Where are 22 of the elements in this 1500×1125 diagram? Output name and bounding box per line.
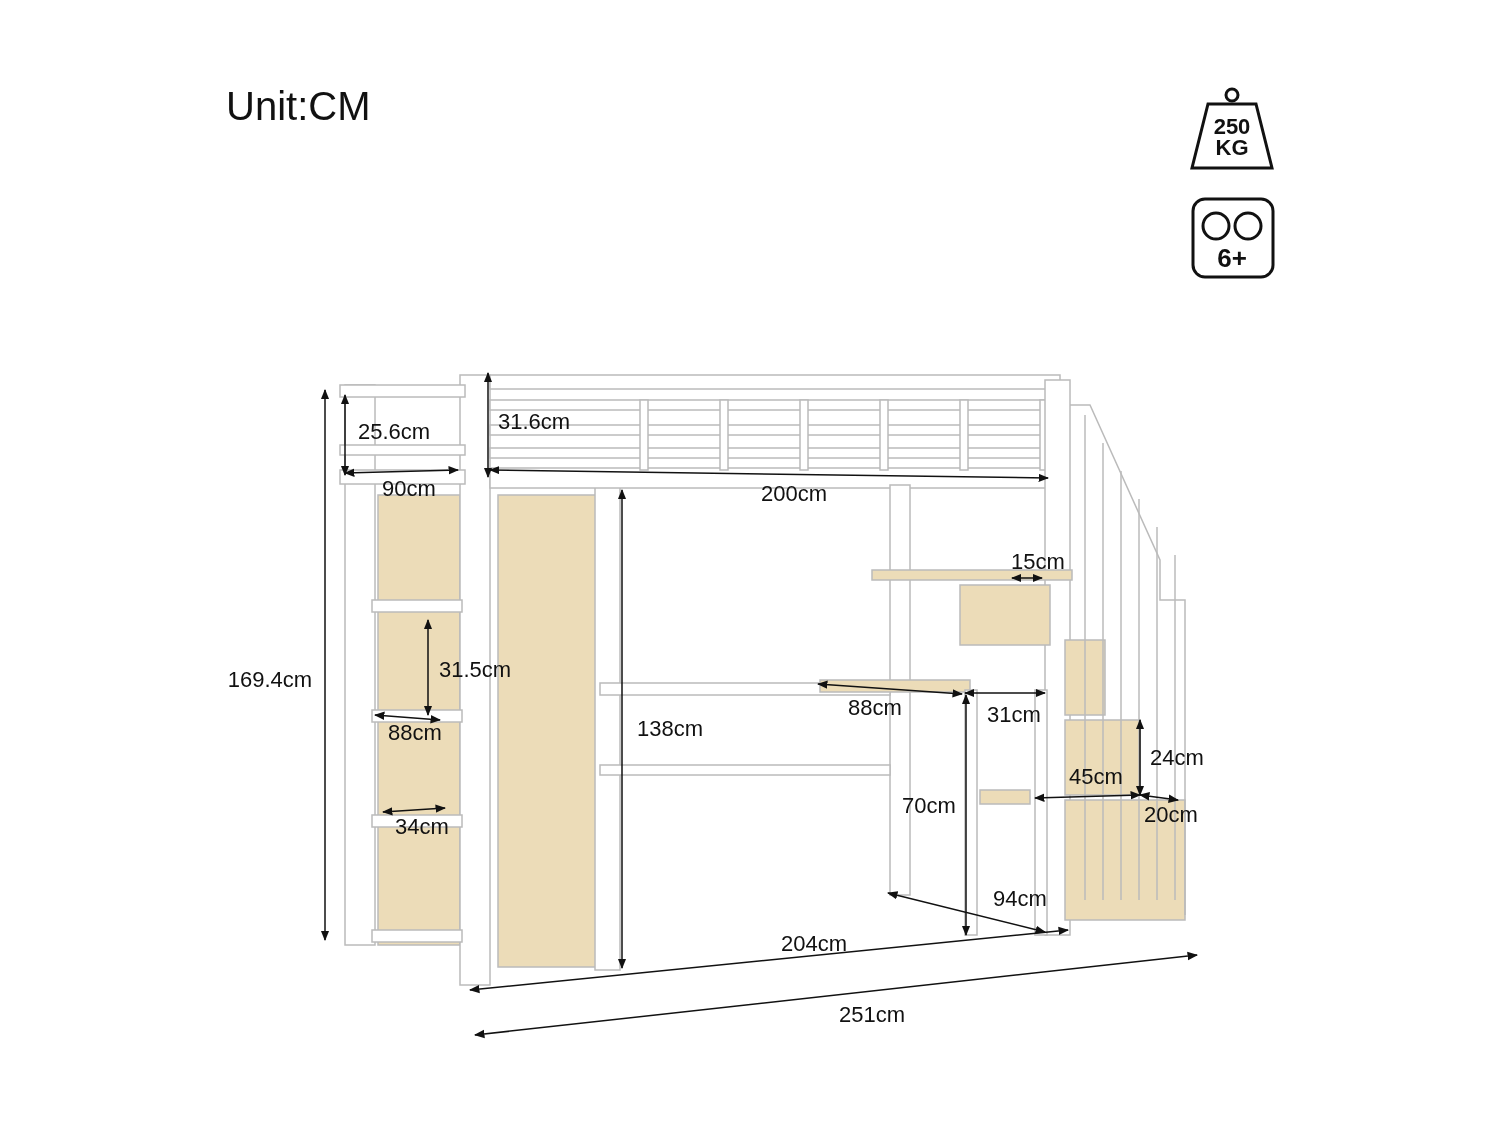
dimension-label: 31cm xyxy=(987,704,1041,726)
dimension-label: 169.4cm xyxy=(227,669,313,691)
dimension-label: 88cm xyxy=(848,697,902,719)
dimension-label: 31.5cm xyxy=(438,659,512,681)
weight-capacity-label: 250 KG xyxy=(1212,117,1252,159)
dimension-label: 70cm xyxy=(902,795,956,817)
dimension-label: 45cm xyxy=(1069,766,1123,788)
dimension-label: 20cm xyxy=(1144,804,1198,826)
dimension-label: 15cm xyxy=(1011,551,1065,573)
dimension-label: 200cm xyxy=(761,483,827,505)
dimension-label: 94cm xyxy=(993,888,1047,910)
dimension-label: 204cm xyxy=(781,933,847,955)
dimension-label: 34cm xyxy=(395,816,449,838)
dimension-label: 90cm xyxy=(382,478,436,500)
unit-heading: Unit:CM xyxy=(226,86,371,126)
dimension-label: 24cm xyxy=(1150,747,1204,769)
dimension-label: 88cm xyxy=(388,722,442,744)
dimension-label: 138cm xyxy=(637,718,703,740)
dimension-label: 25.6cm xyxy=(357,421,431,443)
dimension-label: 251cm xyxy=(839,1004,905,1026)
age-label: 6+ xyxy=(1217,245,1247,271)
dimension-label: 31.6cm xyxy=(497,411,571,433)
